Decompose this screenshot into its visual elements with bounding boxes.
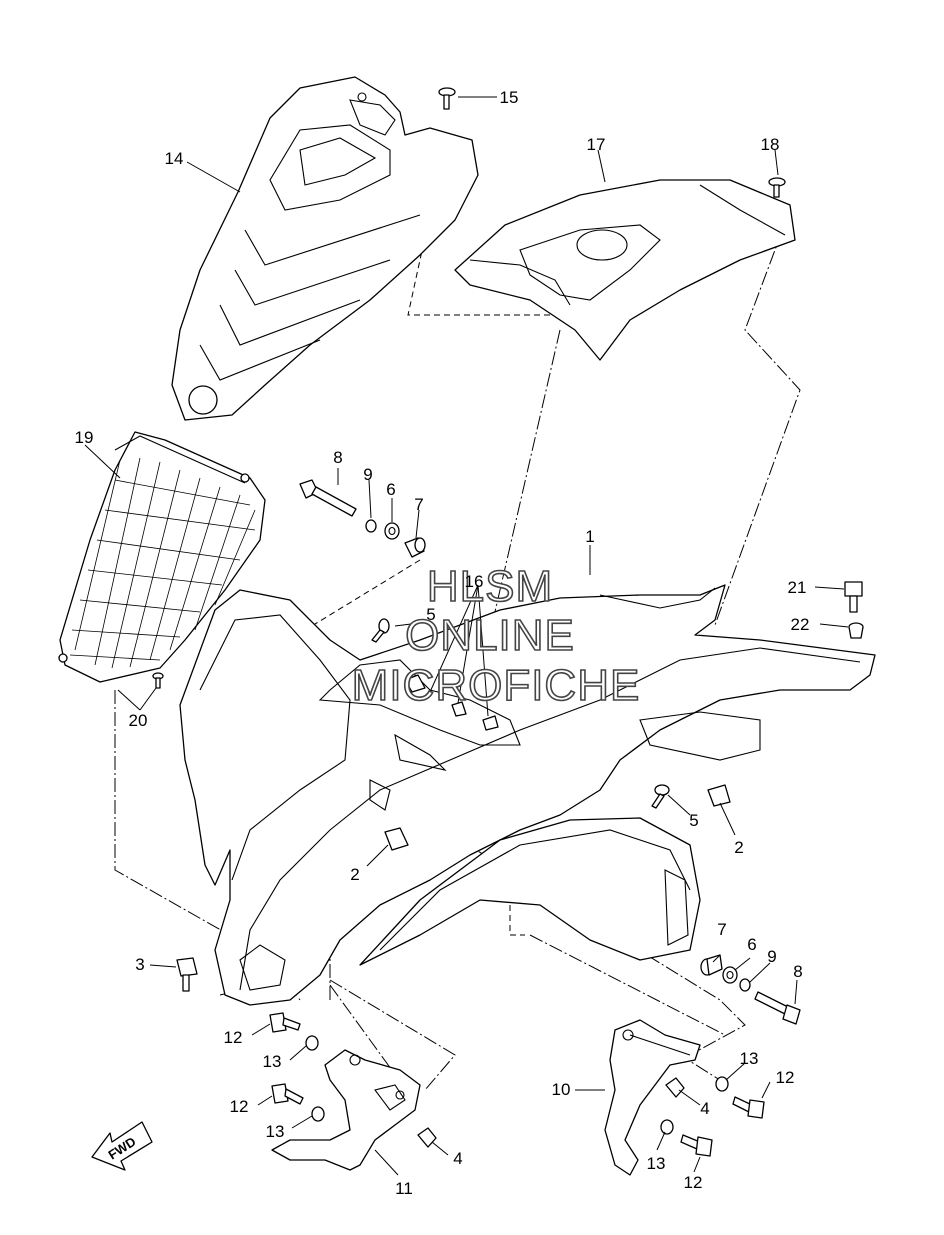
callout-8-upper: 8 [333, 448, 342, 467]
nut-4-left [417, 1127, 437, 1148]
callout-18: 18 [761, 135, 780, 154]
screw-20 [152, 672, 164, 689]
watermark-line-1: HLSM [427, 562, 553, 611]
callout-16: 16 [465, 572, 484, 591]
radiator-grille-19 [58, 431, 266, 683]
nut-4-right [665, 1077, 685, 1098]
leader-lines [84, 96, 849, 1176]
washer-9-lower [739, 978, 751, 992]
callout-5-upper: 5 [426, 605, 435, 624]
callout-9-lower: 9 [767, 947, 776, 966]
callout-15: 15 [500, 88, 519, 107]
callout-22: 22 [791, 615, 810, 634]
callout-13-left-upper: 13 [263, 1052, 282, 1071]
bolt-12-right-lower [680, 1134, 713, 1157]
front-fender-1 [179, 584, 876, 1006]
watermark-line-3: MICROFICHE [352, 661, 641, 710]
bolt-12-left-upper [269, 1012, 301, 1033]
callout-12-right-upper: 12 [776, 1068, 795, 1087]
callout-10: 10 [552, 1080, 571, 1099]
washer-13-left-lower [311, 1106, 325, 1122]
callout-6-upper: 6 [386, 480, 395, 499]
screw-18 [768, 177, 786, 198]
callout-2-left: 2 [350, 865, 359, 884]
collar-7-upper [404, 537, 426, 558]
screw-5-right [651, 784, 670, 809]
fender-arch [359, 817, 701, 966]
washer-9-upper [365, 519, 377, 533]
callout-8-lower: 8 [793, 962, 802, 981]
callout-13-right-upper: 13 [740, 1049, 759, 1068]
bolt-3 [176, 957, 198, 992]
nut-2-left [384, 827, 409, 851]
forward-direction-arrow: FWD [91, 1121, 153, 1171]
collar-6-lower [722, 966, 738, 984]
callout-17: 17 [587, 135, 606, 154]
collar-22 [848, 622, 864, 639]
callout-5-lower: 5 [689, 811, 698, 830]
tank-cover-17 [454, 179, 796, 361]
callout-11: 11 [395, 1179, 413, 1198]
bolt-12-right-upper [732, 1096, 765, 1119]
callout-4-left: 4 [453, 1149, 462, 1168]
callout-19: 19 [75, 428, 94, 447]
bolt-8-lower [754, 991, 801, 1025]
bolt-12-left-lower [271, 1083, 304, 1105]
washer-13-right-upper [715, 1076, 729, 1092]
collar-7-lower [700, 954, 723, 976]
screw-5-left [371, 618, 390, 643]
bracket-11 [271, 1049, 421, 1171]
washer-13-left-upper [305, 1035, 319, 1051]
headlight-cover-14 [171, 76, 479, 421]
fasteners [152, 87, 864, 1157]
callout-12-left-lower: 12 [230, 1097, 249, 1116]
callout-labels: 15 14 17 18 19 8 9 6 7 1 16 21 5 22 20 5… [75, 88, 810, 1198]
bracket-10 [604, 1019, 701, 1176]
collar-6-upper [384, 522, 400, 540]
watermark: HLSM ONLINE MICROFICHE [351, 561, 641, 711]
callout-20: 20 [129, 711, 148, 730]
bolt-21 [844, 581, 863, 613]
callout-4-right: 4 [700, 1099, 709, 1118]
callout-1: 1 [585, 527, 594, 546]
callout-12-right-lower: 12 [684, 1173, 703, 1192]
nut-2-right [707, 784, 731, 807]
callout-13-left-lower: 13 [266, 1122, 285, 1141]
callout-6-lower: 6 [747, 935, 756, 954]
callout-12-left-upper: 12 [224, 1028, 243, 1047]
callout-7-upper: 7 [414, 495, 423, 514]
callout-9-upper: 9 [363, 465, 372, 484]
clip-16 [404, 674, 499, 731]
screw-15 [438, 87, 456, 110]
washer-13-right-lower [660, 1119, 674, 1135]
bolt-8-upper [299, 479, 357, 517]
callout-14: 14 [165, 149, 184, 168]
callout-2-right: 2 [734, 838, 743, 857]
watermark-line-2: ONLINE [405, 611, 575, 660]
callout-13-right-lower: 13 [647, 1154, 666, 1173]
callout-21: 21 [788, 578, 807, 597]
callout-7-lower: 7 [717, 920, 726, 939]
callout-3: 3 [135, 955, 144, 974]
